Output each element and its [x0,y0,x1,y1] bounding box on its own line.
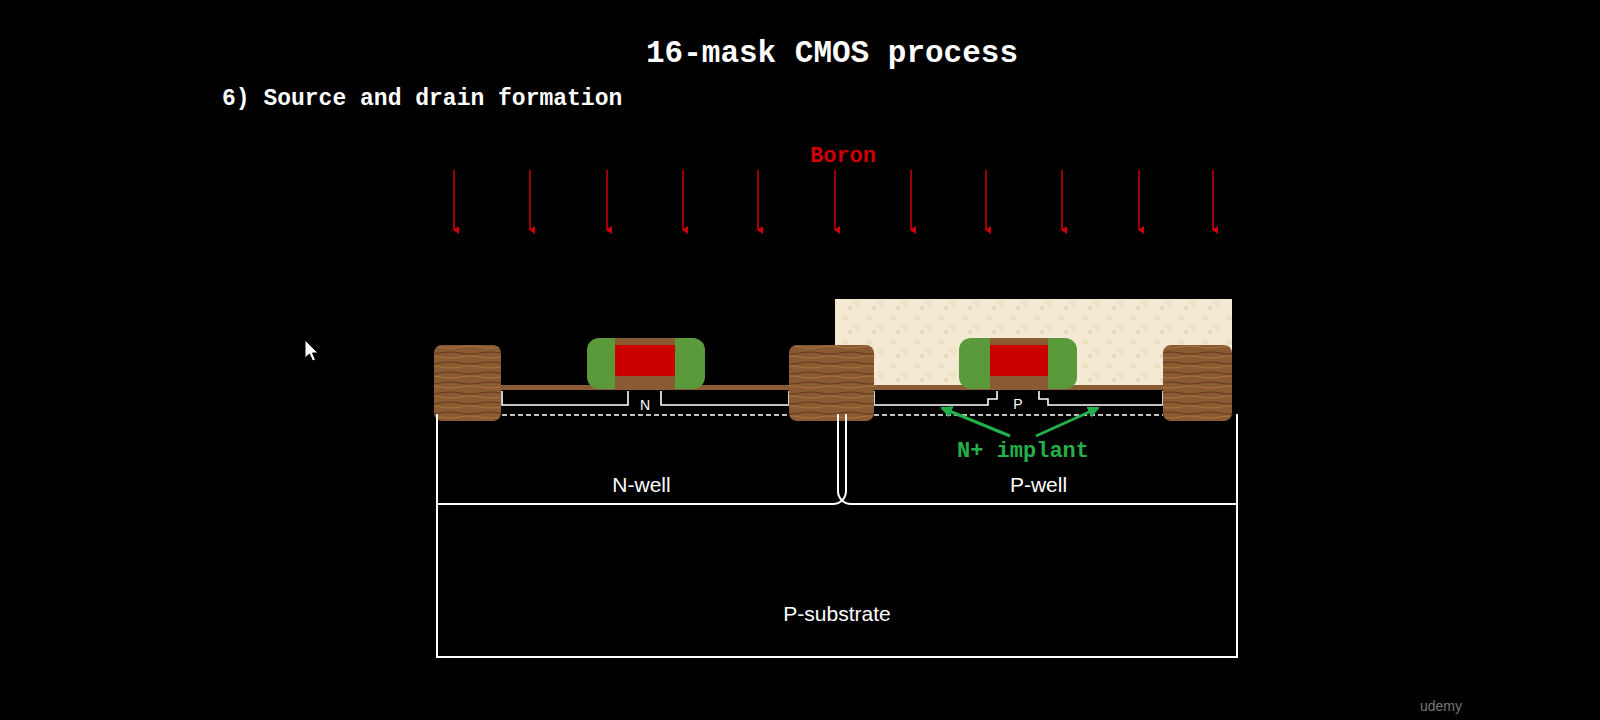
implant-arrows [454,170,1213,230]
substrate-region: P-substrate N-wellP-well [436,414,1238,658]
mouse-cursor [305,340,318,361]
region-label: P-well [839,473,1238,497]
dopant-label: Boron [810,144,876,169]
well-region: N-well [438,414,847,505]
channel-label: N [640,397,650,413]
region-label: N-well [438,473,845,497]
slide-title: 16-mask CMOS process [646,36,1018,71]
callout-label: N+ implant [957,439,1089,464]
region-label: P-substrate [438,602,1236,626]
sti-oxide [434,345,1232,421]
channel-label: P [1013,396,1022,412]
watermark: udemy [1420,698,1462,714]
step-heading: 6) Source and drain formation [222,86,622,112]
leader-arrow [942,408,1098,436]
